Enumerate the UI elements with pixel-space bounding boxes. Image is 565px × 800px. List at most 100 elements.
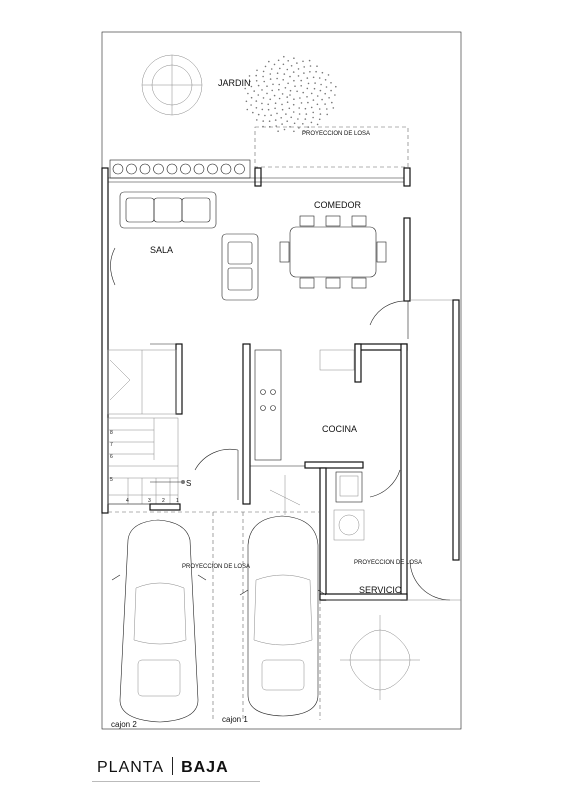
shrub-dot bbox=[286, 120, 289, 122]
dining-table bbox=[279, 215, 387, 289]
shrub-dot bbox=[334, 94, 336, 96]
shrub-dot bbox=[250, 85, 253, 88]
note-roof-projection-servicio: PROYECCION DE LOSA bbox=[354, 560, 422, 566]
shrub-dot bbox=[292, 111, 295, 113]
shrub-dot bbox=[261, 102, 263, 105]
shrub-dot bbox=[267, 108, 270, 111]
shrub-dot bbox=[318, 77, 321, 79]
shrub-dot bbox=[261, 89, 263, 91]
armchair bbox=[221, 233, 259, 301]
shrub-dot bbox=[298, 127, 300, 129]
shrub-dot bbox=[269, 98, 272, 101]
shrub-dot bbox=[282, 79, 285, 81]
wall-kitchen-west bbox=[242, 343, 251, 505]
shrub-dot bbox=[246, 108, 249, 111]
shrub-dot bbox=[278, 97, 281, 100]
shrub-dot bbox=[287, 60, 290, 62]
shrub-dot bbox=[285, 113, 287, 115]
room-label-sala: SALA bbox=[150, 245, 173, 255]
shrub-dot bbox=[309, 71, 311, 73]
shrub-dot bbox=[275, 125, 278, 127]
wall-kitchen-north bbox=[354, 343, 408, 351]
stair-number: 6 bbox=[110, 454, 113, 460]
shrub-dot bbox=[281, 108, 284, 111]
stair-number: 7 bbox=[110, 442, 113, 448]
kitchen-counter bbox=[254, 349, 355, 461]
shrub-dot bbox=[325, 86, 328, 88]
shrub-dot bbox=[286, 101, 289, 103]
shrub-dot bbox=[297, 75, 300, 77]
shrub-dot bbox=[277, 59, 280, 62]
shrub-dot bbox=[318, 118, 321, 121]
shrub-dot bbox=[268, 60, 270, 63]
room-label-comedor: COMEDOR bbox=[314, 200, 362, 210]
shrub-dot bbox=[320, 83, 322, 86]
shrub-dot bbox=[261, 108, 264, 111]
side-lamp bbox=[110, 247, 116, 286]
shrub-dot bbox=[287, 82, 289, 85]
planter-plant bbox=[220, 163, 232, 175]
door-stair bbox=[194, 448, 239, 500]
wall-east-dining bbox=[403, 217, 411, 302]
shrub-dot bbox=[307, 101, 309, 104]
shrub-dot bbox=[300, 79, 303, 82]
shrub-dot bbox=[248, 75, 251, 77]
stair-number: 3 bbox=[148, 498, 151, 504]
shrub-dot bbox=[300, 102, 303, 104]
planter-box bbox=[109, 159, 251, 179]
drawing-title-part1: PLANTA bbox=[97, 759, 165, 776]
shrub-dot bbox=[257, 113, 260, 116]
shrub-dot bbox=[286, 96, 289, 98]
shrub-dot bbox=[319, 113, 322, 115]
shrub-dot bbox=[270, 68, 273, 70]
shrub-dot bbox=[255, 100, 258, 102]
drawing-title-part2: BAJA bbox=[181, 759, 229, 776]
shrub-dot bbox=[263, 80, 266, 83]
shrub-dot bbox=[269, 78, 272, 80]
shrub-dot bbox=[298, 113, 301, 115]
shrub-dot bbox=[309, 65, 312, 67]
shrub-dot bbox=[266, 85, 268, 87]
shrub-dot bbox=[281, 123, 283, 125]
wall-service-west bbox=[319, 467, 327, 601]
shrub-dot bbox=[293, 130, 295, 133]
shrub-dot bbox=[266, 92, 268, 95]
shrub-dot bbox=[316, 95, 319, 97]
shrub-dot bbox=[277, 130, 279, 132]
shrub-dot bbox=[307, 82, 310, 85]
shrub-dot bbox=[297, 68, 300, 70]
shrub-dot bbox=[308, 59, 311, 62]
drawing-title: PLANTA BAJA bbox=[97, 757, 229, 777]
shrub-dot bbox=[303, 130, 305, 133]
shrub-dot bbox=[256, 69, 258, 72]
shrub-dot bbox=[293, 79, 295, 82]
title-separator bbox=[172, 757, 174, 775]
wall-stair bbox=[175, 343, 183, 415]
shrub-dot bbox=[296, 90, 298, 93]
planter-plants bbox=[112, 163, 245, 175]
shrub-dot bbox=[321, 98, 323, 101]
shrub-dot bbox=[257, 84, 260, 87]
shrub-dot bbox=[279, 67, 281, 70]
shrub-dot bbox=[280, 117, 283, 119]
plant-symbol bbox=[269, 475, 420, 700]
shrub-dot bbox=[306, 87, 309, 90]
shrub-dot bbox=[250, 96, 253, 99]
shrub-dot bbox=[245, 100, 248, 103]
shrub-dot bbox=[318, 108, 321, 110]
shrub-dot bbox=[269, 73, 272, 75]
planter-plant bbox=[112, 163, 124, 175]
shrub-dot bbox=[310, 121, 313, 124]
shrub-dot bbox=[283, 55, 285, 58]
door-patio bbox=[409, 559, 451, 601]
shrub-dot bbox=[292, 71, 295, 73]
shrub-dot bbox=[255, 74, 257, 77]
stair-number: 2 bbox=[162, 498, 165, 504]
shrub-dot bbox=[292, 103, 295, 106]
shrub-dot bbox=[302, 60, 304, 63]
shrub-dot bbox=[281, 93, 284, 95]
shrub-dot bbox=[283, 128, 286, 131]
room-label-servicio: SERVICIO bbox=[359, 585, 402, 595]
shrub-dot bbox=[310, 106, 313, 109]
